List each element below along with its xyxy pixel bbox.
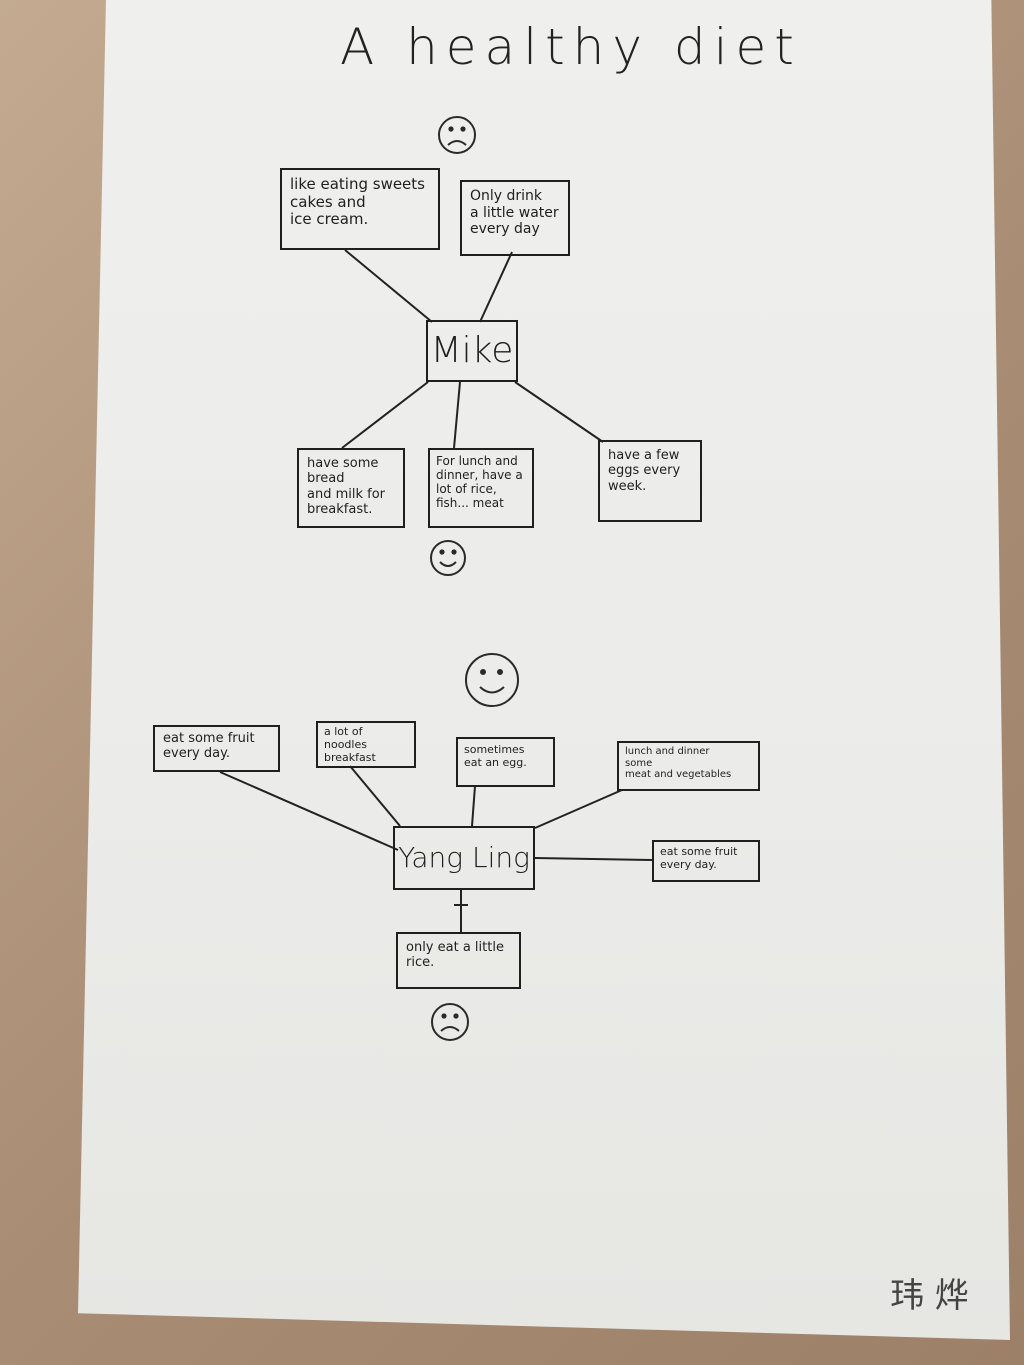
mike-connector-2	[479, 251, 513, 323]
mike-node-eggs: have a few eggs every week.	[598, 440, 702, 522]
yang-happy-face-icon	[465, 653, 519, 707]
mike-connectors	[341, 249, 604, 449]
mike-node-breakfast: have some bread and milk for breakfast.	[297, 448, 405, 528]
yang-connector-4	[534, 789, 623, 829]
yang-node-rice: only eat a little rice.	[396, 932, 521, 989]
author-signature: 玮 烨	[890, 1276, 969, 1316]
paper-sheet	[78, 0, 1010, 1340]
mike-sad-face-icon	[438, 116, 476, 154]
yang-node-fruit-right: eat some fruit every day.	[652, 840, 760, 882]
yang-node-fruit-left: eat some fruit every day.	[153, 725, 280, 772]
yang-connector-2	[349, 765, 401, 827]
mike-happy-face-icon	[430, 540, 466, 576]
yang-connectors	[219, 765, 653, 932]
mike-connector-3	[341, 381, 429, 449]
mike-connector-5	[514, 381, 604, 443]
mike-node-lunch: For lunch and dinner, have a lot of rice…	[428, 448, 534, 528]
mike-node-water: Only drink a little water every day	[460, 180, 570, 256]
yang-connector-3	[471, 785, 476, 827]
mike-connector-4	[453, 381, 461, 449]
yang-node-lunch-dinner: lunch and dinner some meat and vegetable…	[617, 741, 760, 791]
yang-connector-1	[219, 771, 399, 851]
mike-node-sweets: like eating sweets cakes and ice cream.	[280, 168, 440, 250]
mike-connector-1	[344, 249, 433, 323]
yang-sad-face-icon	[431, 1003, 469, 1041]
yang-node-noodles: a lot of noodles breakfast	[316, 721, 416, 768]
page-title: A healthy diet	[340, 18, 802, 76]
yang-node-egg: sometimes eat an egg.	[456, 737, 555, 787]
mike-center-node: Mike	[426, 320, 518, 382]
yang-connector-5	[534, 857, 653, 861]
yang-center-node: Yang Ling	[393, 826, 535, 890]
